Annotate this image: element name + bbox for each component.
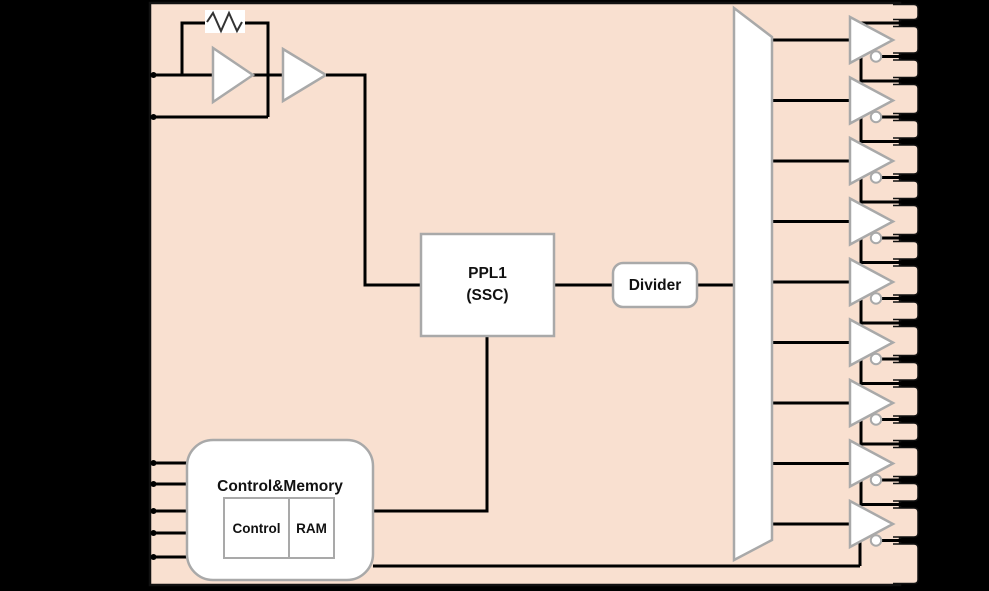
inverting-bubble-icon (869, 413, 883, 426)
pin-end-dot (912, 78, 918, 84)
pin-end-dot (912, 477, 918, 483)
pin-end-dot (912, 20, 918, 26)
pin-end-dot (150, 481, 157, 487)
output-pin-tab (893, 144, 919, 175)
pin-end-dot (912, 174, 918, 181)
osc-amp2-icon (281, 46, 329, 104)
output-pin-tab (893, 240, 919, 260)
pll-block: PPL1 (SSC) (419, 232, 556, 338)
output-pin-tab (893, 507, 919, 538)
output-buffer-triangle-icon (848, 377, 896, 429)
pin-end-dot (912, 356, 918, 362)
pin-end-dot (912, 235, 918, 241)
output-pin-tab (893, 59, 919, 79)
xin-pin-dot (150, 72, 157, 78)
pll-label-line2: (SSC) (466, 287, 508, 304)
output-pin-tab (893, 119, 919, 139)
output-pin-tab (893, 83, 919, 115)
inverting-bubble-icon (869, 171, 883, 184)
output-buffer-triangle-icon (848, 14, 896, 66)
output-buffer-triangle-icon (848, 317, 896, 368)
output-pin-tab (893, 204, 919, 236)
feedback-resistor-zigzag-icon (206, 10, 243, 34)
inverting-bubble-icon (869, 473, 883, 487)
output-buffer-triangle-icon (848, 498, 896, 550)
pin-end-dot (912, 138, 918, 145)
control-memory-title: Control&Memory (217, 478, 343, 495)
inverting-bubble-icon (869, 534, 883, 547)
pin-end-dot (912, 259, 918, 266)
inverting-bubble-icon (869, 50, 883, 63)
buffer-output-wire (859, 359, 916, 385)
pin-end-dot (150, 554, 157, 560)
output-pin-tab (893, 543, 919, 585)
pin-end-dot (912, 295, 918, 302)
output-buffer-triangle-icon (848, 75, 896, 126)
buffer-output-wire (859, 57, 916, 83)
output-pin-tab (893, 422, 919, 442)
pin-end-dot (150, 508, 157, 514)
output-buffer-triangle-icon (848, 256, 896, 308)
divider-label: Divider (629, 277, 682, 294)
inverting-bubble-icon (869, 352, 883, 366)
pin-end-dot (912, 441, 918, 447)
buffer-output-wire (859, 238, 916, 264)
pin-end-dot (912, 53, 918, 60)
control-ram-box (223, 497, 335, 559)
output-pin-tab (893, 301, 919, 321)
pin-end-dot (912, 320, 918, 326)
ram-sub-label: RAM (296, 521, 327, 536)
xout-pin-dot (150, 114, 157, 120)
pin-end-dot (150, 460, 157, 466)
right-edge-pin-tabs (893, 3, 919, 585)
generated-io (150, 14, 918, 566)
pin-end-dot (912, 416, 918, 423)
crystal-oscillator (150, 10, 329, 120)
output-pin-tab (893, 25, 919, 54)
divider-block: Divider (611, 261, 699, 309)
output-pin-tab (893, 446, 919, 478)
buffer-output-wire (859, 420, 916, 446)
output-pin-tab (893, 325, 919, 357)
output-buffer-triangle-icon (848, 196, 896, 247)
output-pin-tab (893, 482, 919, 502)
pll-to-control-wire (373, 336, 489, 513)
osc-to-pll-wire (326, 73, 421, 287)
buffer-output-wire (859, 178, 916, 204)
inverting-bubble-icon (869, 110, 883, 124)
pin-end-dot (912, 501, 918, 508)
control-memory-block: Control&Memory Control RAM (185, 438, 375, 582)
buffer-output-wire (859, 117, 916, 143)
pin-end-dot (912, 114, 918, 120)
osc-amp1-icon (211, 45, 256, 105)
clock-distribution-trapezoid (732, 5, 774, 563)
buffer-output-wire (859, 480, 916, 506)
output-pin-tab (893, 180, 919, 200)
output-buffer-triangle-icon (848, 438, 896, 489)
inverting-bubble-icon (869, 231, 883, 245)
buffer-output-wire (859, 299, 916, 325)
pll-label-line1: PPL1 (468, 265, 507, 282)
pin-end-dot (150, 530, 157, 536)
pin-end-dot (912, 380, 918, 387)
control-sub-label: Control (233, 521, 281, 536)
pin-end-dot (912, 199, 918, 205)
pin-end-dot (912, 537, 918, 544)
inverting-bubble-icon (869, 292, 883, 305)
output-buffer-triangle-icon (848, 135, 896, 187)
output-pin-tab (893, 386, 919, 417)
output-pin-tab (893, 265, 919, 296)
output-pin-tab (893, 3, 919, 21)
output-pin-tab (893, 361, 919, 381)
